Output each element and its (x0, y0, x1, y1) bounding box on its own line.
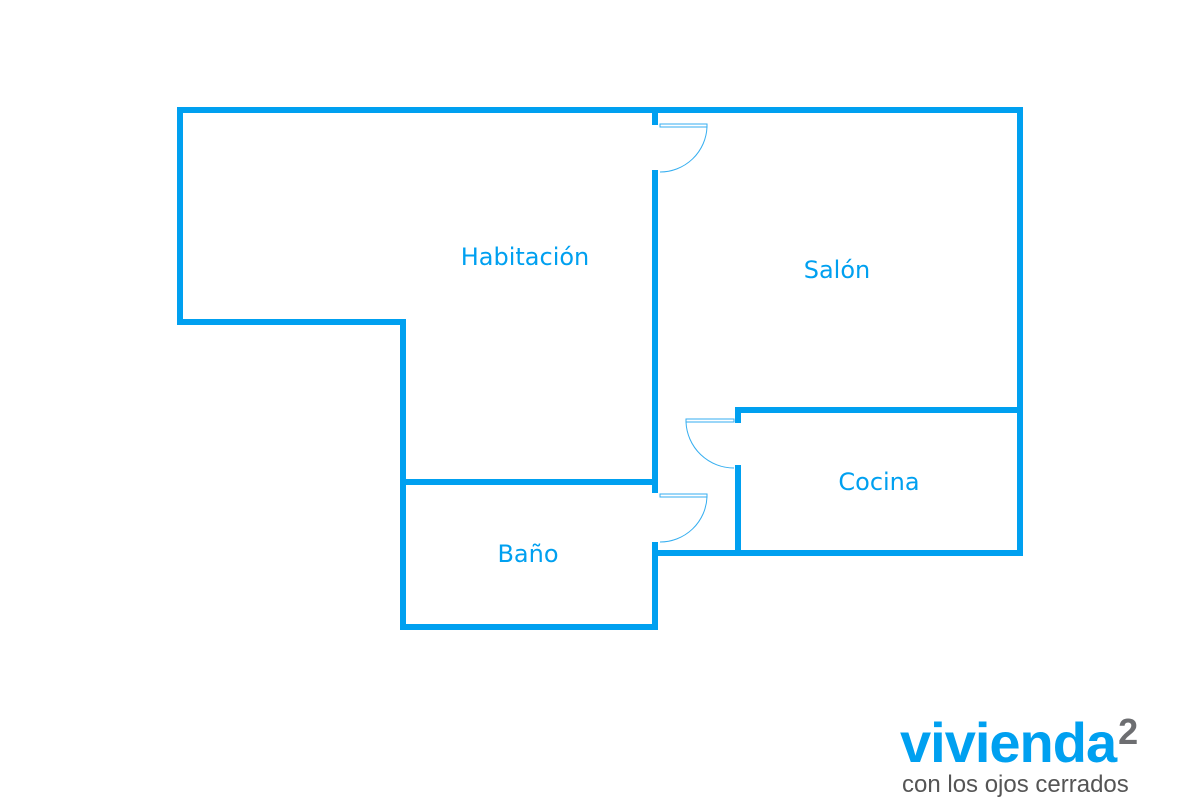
logo-name: vivienda (900, 711, 1117, 774)
wall-kitchen-top (735, 407, 1023, 423)
room-label-kitchen: Cocina (838, 468, 919, 496)
room-label-bathroom: Baño (497, 540, 558, 568)
door-bedroom-living (659, 123, 708, 173)
room-label-bedroom: Habitación (461, 243, 590, 271)
brand-logo: vivienda2 con los ojos cerrados (900, 714, 1200, 798)
logo-tagline: con los ojos cerrados (902, 771, 1129, 798)
logo-superscript: 2 (1118, 711, 1139, 752)
walls (177, 107, 1023, 630)
door-kitchen (685, 418, 735, 469)
room-label-living: Salón (804, 256, 871, 284)
logo-wordmark: vivienda2 (900, 714, 1200, 772)
door-bathroom (659, 493, 708, 543)
outer-wall (177, 107, 1023, 630)
